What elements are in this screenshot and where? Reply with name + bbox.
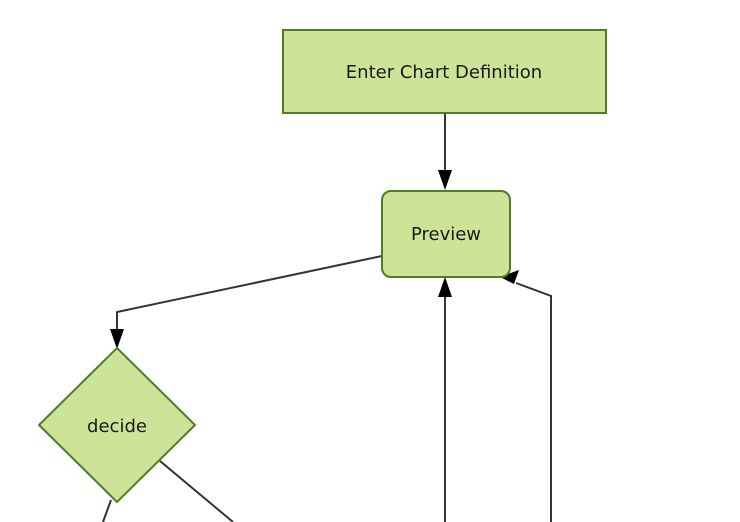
node-label-decide: decide xyxy=(87,416,147,437)
arrow-head-icon xyxy=(438,277,452,297)
edge-enter-to-preview xyxy=(438,113,452,190)
edge-preview-to-decide xyxy=(110,255,383,349)
edge-into-preview-diagonal xyxy=(500,270,552,522)
node-shape-rectangle[interactable] xyxy=(282,29,607,114)
edge-decide-out-right xyxy=(159,460,234,522)
node-shape-rounded-rectangle[interactable] xyxy=(381,190,511,278)
node-enter-chart-definition[interactable]: Enter Chart Definition xyxy=(282,29,607,114)
node-decide[interactable]: decide xyxy=(37,346,197,504)
node-label-preview: Preview xyxy=(411,224,481,245)
arrow-head-icon xyxy=(438,170,452,190)
arrow-head-icon xyxy=(110,329,124,349)
edge-decide-out-left xyxy=(102,499,112,522)
node-shape-diamond[interactable] xyxy=(37,346,197,504)
node-preview[interactable]: Preview xyxy=(381,190,511,278)
node-label-enter-chart-definition: Enter Chart Definition xyxy=(346,62,542,83)
edge-into-preview-vertical xyxy=(438,277,452,522)
arrow-head-icon xyxy=(500,270,519,284)
